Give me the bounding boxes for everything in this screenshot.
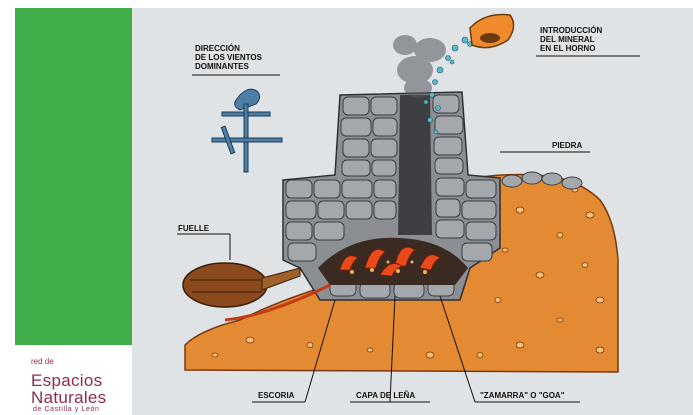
label-zamarra: "ZAMARRA" O "GOA" <box>480 391 565 400</box>
logo-subtitle: de Castilla y León <box>33 406 99 413</box>
logo-line-2: Naturales <box>31 389 106 406</box>
ore-basket-icon <box>470 15 514 48</box>
bellows-icon <box>183 263 300 307</box>
label-slag: ESCORIA <box>258 391 294 400</box>
logo-line-1: Espacios <box>31 372 102 389</box>
label-ore-introduction: INTRODUCCIÓN DEL MINERAL EN EL HORNO <box>540 26 602 53</box>
logo-prefix: red de <box>31 357 54 366</box>
label-wind-direction: DIRECCIÓN DE LOS VIENTOS DOMINANTES <box>195 44 262 71</box>
label-stone: PIEDRA <box>552 141 582 150</box>
label-bellows: FUELLE <box>178 224 209 233</box>
weather-vane-icon <box>212 89 282 172</box>
label-firewood-layer: CAPA DE LEÑA <box>356 391 415 400</box>
chimney-shaft <box>398 95 432 235</box>
smoke <box>393 35 446 98</box>
